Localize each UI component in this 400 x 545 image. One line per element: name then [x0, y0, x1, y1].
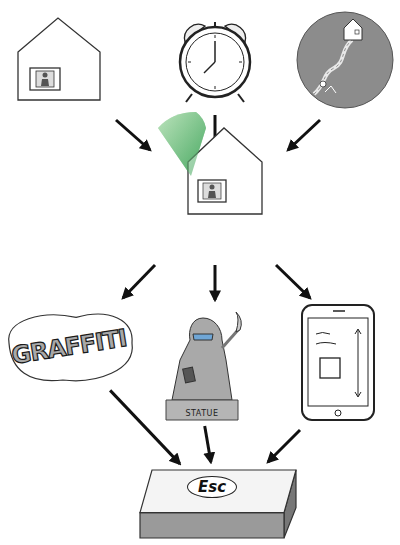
- statue-pedestal: STATUE: [166, 400, 238, 420]
- house-with-flag-icon: [158, 112, 262, 214]
- statue-pedestal-label: STATUE: [186, 409, 219, 418]
- map-icon: [297, 12, 393, 108]
- graffiti-tag: GRAFFITI: [3, 308, 136, 386]
- label-holder: Esc: [187, 476, 237, 498]
- flow-arrow: [268, 430, 300, 462]
- label-holder: GRAFFITI: [11, 333, 127, 361]
- flow-arrow: [205, 426, 211, 462]
- flow-arrow: [123, 265, 310, 300]
- phone-icon: [302, 305, 374, 420]
- esc-key-label: Esc: [187, 476, 237, 498]
- house-icon: [18, 18, 100, 100]
- alarm-clock-icon: [180, 22, 250, 102]
- statue-figure: [172, 312, 241, 400]
- esc-key: Esc: [138, 468, 298, 540]
- label-holder: STATUE: [186, 401, 219, 420]
